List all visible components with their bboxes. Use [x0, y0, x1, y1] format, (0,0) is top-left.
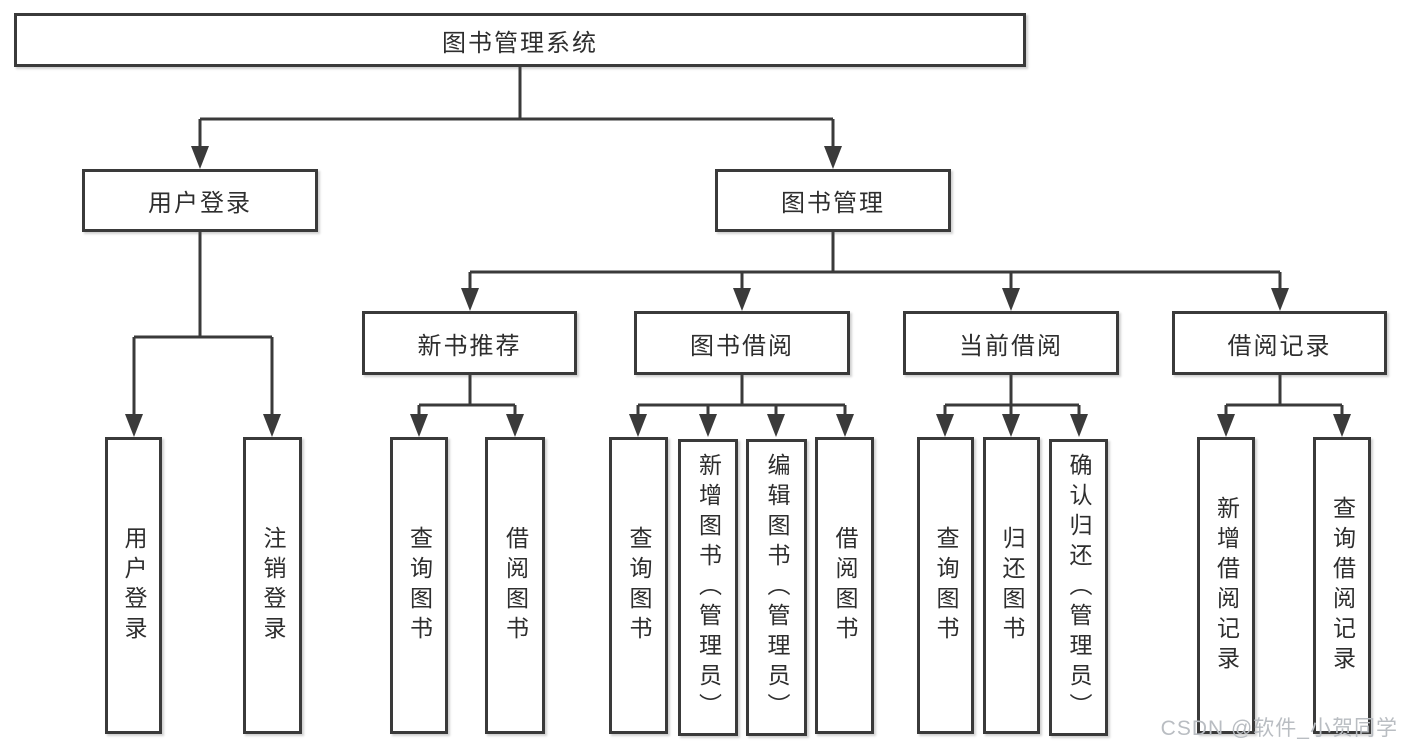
arrow-down-icon: [191, 146, 209, 169]
leaf-add-borrow-record: 新增借阅记录: [1197, 437, 1255, 734]
leaf-user-login: 用户登录: [105, 437, 162, 734]
leaf-query-borrow-record: 查询借阅记录: [1313, 437, 1371, 734]
arrow-down-icon: [410, 414, 428, 437]
node-book-management: 图书管理: [715, 169, 951, 232]
arrow-down-icon: [1333, 414, 1351, 437]
node-label: 查询图书: [933, 525, 959, 646]
leaf-query-books-borrow: 查询图书: [609, 437, 668, 734]
node-label: 查询借阅记录: [1329, 495, 1356, 676]
arrow-down-icon: [629, 414, 647, 437]
node-label: 新书推荐: [417, 332, 522, 360]
node-label: 用户登录: [121, 525, 147, 646]
leaf-query-books-current: 查询图书: [917, 437, 974, 734]
connector-bookborrow-children: [636, 375, 847, 417]
connector-currentborrow-children: [943, 375, 1081, 417]
arrow-down-icon: [836, 414, 854, 437]
node-label: 图书管理系统: [442, 29, 598, 57]
arrow-down-icon: [1002, 288, 1020, 311]
leaf-confirm-return-admin: 确认归还（管理员）: [1049, 439, 1108, 736]
arrow-down-icon: [699, 414, 717, 437]
arrow-down-icon: [936, 414, 954, 437]
node-label: 借阅图书: [502, 525, 529, 646]
connector-root-to-level2: [198, 67, 835, 149]
leaf-edit-books-admin: 编辑图书（管理员）: [746, 439, 807, 736]
arrow-down-icon: [263, 414, 281, 437]
node-new-book-recommend: 新书推荐: [362, 311, 577, 375]
connector-borrowrecord-children: [1224, 375, 1344, 417]
arrow-down-icon: [125, 414, 143, 437]
leaf-borrow-books-recommend: 借阅图书: [485, 437, 545, 734]
node-current-borrow: 当前借阅: [903, 311, 1119, 375]
node-borrow-records: 借阅记录: [1172, 311, 1387, 375]
node-root-system: 图书管理系统: [14, 13, 1026, 67]
connector-userlogin-children: [132, 232, 274, 417]
node-label: 当前借阅: [959, 332, 1063, 360]
node-label: 注销登录: [260, 525, 286, 646]
arrow-down-icon: [1070, 414, 1088, 437]
arrow-down-icon: [506, 414, 524, 437]
node-label: 新增图书（管理员）: [695, 452, 722, 723]
node-label: 查询图书: [626, 525, 652, 646]
csdn-watermark: CSDN @软件_小贺同学: [1160, 717, 1398, 740]
leaf-borrow-books: 借阅图书: [815, 437, 874, 734]
node-label: 图书借阅: [690, 332, 794, 360]
node-label: 用户登录: [148, 190, 252, 217]
node-label: 确认归还（管理员）: [1066, 452, 1092, 723]
node-user-login: 用户登录: [82, 169, 318, 232]
leaf-logout-login: 注销登录: [243, 437, 302, 734]
leaf-return-books: 归还图书: [983, 437, 1040, 734]
arrow-down-icon: [1271, 288, 1289, 311]
arrow-down-icon: [767, 414, 785, 437]
node-label: 图书管理: [781, 190, 885, 217]
arrow-down-icon: [824, 146, 842, 169]
node-label: 查询图书: [406, 525, 433, 646]
node-label: 借阅图书: [832, 525, 858, 646]
node-label: 归还图书: [999, 525, 1025, 646]
leaf-query-books-recommend: 查询图书: [390, 437, 448, 734]
node-book-borrow: 图书借阅: [634, 311, 850, 375]
arrow-down-icon: [461, 288, 479, 311]
node-label: 借阅记录: [1227, 332, 1332, 360]
connector-newbook-children: [417, 375, 517, 417]
connector-bookmgmt-to-level3: [468, 232, 1282, 291]
leaf-add-books-admin: 新增图书（管理员）: [678, 439, 738, 736]
arrow-down-icon: [733, 288, 751, 311]
node-label: 新增借阅记录: [1213, 495, 1240, 676]
arrow-down-icon: [1217, 414, 1235, 437]
node-label: 编辑图书（管理员）: [764, 452, 790, 723]
arrow-down-icon: [1002, 414, 1020, 437]
